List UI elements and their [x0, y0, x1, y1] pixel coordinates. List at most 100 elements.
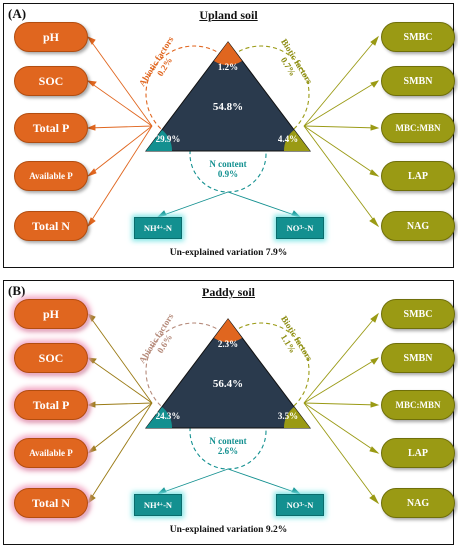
- abiotic-var-ph: pH: [14, 299, 88, 329]
- panel-label: (B): [8, 283, 26, 298]
- panel-label: (A): [8, 6, 27, 21]
- arrowhead: [87, 494, 96, 505]
- abiotic-var-ph: pH: [14, 22, 88, 52]
- connector-soc: [87, 357, 153, 404]
- corner-abiotic: [214, 42, 242, 66]
- connector-total-p: [87, 402, 153, 406]
- arrowhead: [370, 35, 379, 46]
- biotic-var-nag: NAG: [381, 211, 455, 241]
- abiotic-var-soc: SOC: [14, 66, 88, 96]
- abiotic-var-soc: SOC: [14, 343, 88, 373]
- arrowhead: [86, 401, 96, 408]
- connector-total-n: [87, 125, 153, 227]
- arrowhead: [87, 217, 96, 228]
- arrowhead: [291, 210, 302, 218]
- arrowhead: [86, 357, 97, 364]
- connector-total-n: [87, 402, 153, 504]
- pct-abiotic-corner: 1.2%: [217, 62, 239, 72]
- abiotic-var-total-p: Total P: [14, 113, 88, 143]
- arrowhead: [369, 217, 380, 228]
- arrowhead: [156, 210, 167, 218]
- variance-triangle: [144, 41, 312, 152]
- biotic-var-smbn: SMBN: [381, 66, 455, 96]
- biotic-var-nag: NAG: [381, 488, 455, 518]
- arrowhead: [87, 168, 97, 177]
- biotic-var-lap: LAP: [381, 161, 455, 191]
- arrowhead: [370, 124, 380, 131]
- connector-smbc: [303, 313, 379, 404]
- connector-nag: [303, 125, 379, 227]
- biotic-var-smbc: SMBC: [381, 299, 455, 329]
- connector-no3: [227, 468, 301, 495]
- arrowhead: [86, 124, 96, 131]
- arrowhead: [87, 445, 97, 454]
- biotic-var-mbc-mbn: MBC:MBN: [381, 113, 455, 143]
- arrowhead: [370, 80, 380, 88]
- abiotic-var-total-p: Total P: [14, 390, 88, 420]
- pct-shared-center: 54.8%: [212, 101, 244, 113]
- abiotic-var-available-p: Available P: [14, 161, 88, 191]
- connector-ph: [87, 36, 153, 127]
- arrowhead: [86, 313, 96, 322]
- arrowhead: [370, 357, 380, 365]
- connector-soc: [87, 80, 153, 127]
- pct-biotic-corner: 3.5%: [277, 411, 299, 421]
- pct-abiotic-corner: 2.3%: [217, 339, 239, 349]
- panel-a-graphics: [86, 35, 380, 228]
- connector-nh4: [157, 468, 229, 495]
- arrowhead: [86, 80, 97, 87]
- biotic-var-smbn: SMBN: [381, 343, 455, 373]
- corner-biotic: [283, 130, 310, 151]
- unexplained-variation: Un-explained variation 9.2%: [169, 525, 288, 535]
- connector-total-p: [87, 125, 153, 129]
- arrowhead: [369, 169, 380, 177]
- arrowhead: [291, 487, 302, 495]
- connector-available-p: [87, 125, 153, 177]
- corner-nitrogen: [146, 407, 173, 428]
- connector-nag: [303, 402, 379, 504]
- arrowhead: [370, 401, 380, 408]
- connector-smbn: [303, 80, 379, 127]
- arrowhead: [370, 312, 379, 323]
- biotic-var-smbc: SMBC: [381, 22, 455, 52]
- connector-lap: [303, 125, 379, 177]
- connector-mbc-mbn: [303, 125, 379, 129]
- abiotic-var-available-p: Available P: [14, 438, 88, 468]
- abiotic-var-total-n: Total N: [14, 211, 88, 241]
- corner-biotic: [283, 407, 310, 428]
- panel-paddy: (B) Paddy soil pH SOC Total P Available …: [3, 280, 455, 545]
- biotic-var-lap: LAP: [381, 438, 455, 468]
- pct-nitrogen-corner: 29.9%: [155, 134, 181, 144]
- panel-title: Paddy soil: [201, 285, 255, 299]
- connector-nh4: [157, 191, 229, 218]
- connector-smbc: [303, 36, 379, 127]
- panel-upland: (A) Upland soil pH SOC Total P Available…: [3, 3, 455, 268]
- corner-abiotic: [214, 319, 242, 343]
- connector-no3: [227, 191, 301, 218]
- pct-nitrogen-corner: 24.3%: [155, 411, 181, 421]
- unexplained-variation: Un-explained variation 7.9%: [169, 248, 288, 258]
- corner-nitrogen: [146, 130, 173, 151]
- pct-biotic-corner: 4.4%: [277, 134, 299, 144]
- variance-triangle: [144, 318, 312, 429]
- arrowhead: [369, 446, 380, 454]
- pct-shared-center: 56.4%: [212, 378, 244, 390]
- arrowhead: [156, 487, 167, 495]
- arrowhead: [86, 36, 96, 45]
- abiotic-var-total-n: Total N: [14, 488, 88, 518]
- panel-title: Upland soil: [199, 8, 258, 22]
- connector-mbc-mbn: [303, 402, 379, 406]
- arrowhead: [369, 494, 380, 505]
- panel-b-graphics: [86, 312, 380, 505]
- connector-ph: [87, 313, 153, 404]
- biotic-var-mbc-mbn: MBC:MBN: [381, 390, 455, 420]
- connector-lap: [303, 402, 379, 454]
- connector-smbn: [303, 357, 379, 404]
- connector-available-p: [87, 402, 153, 454]
